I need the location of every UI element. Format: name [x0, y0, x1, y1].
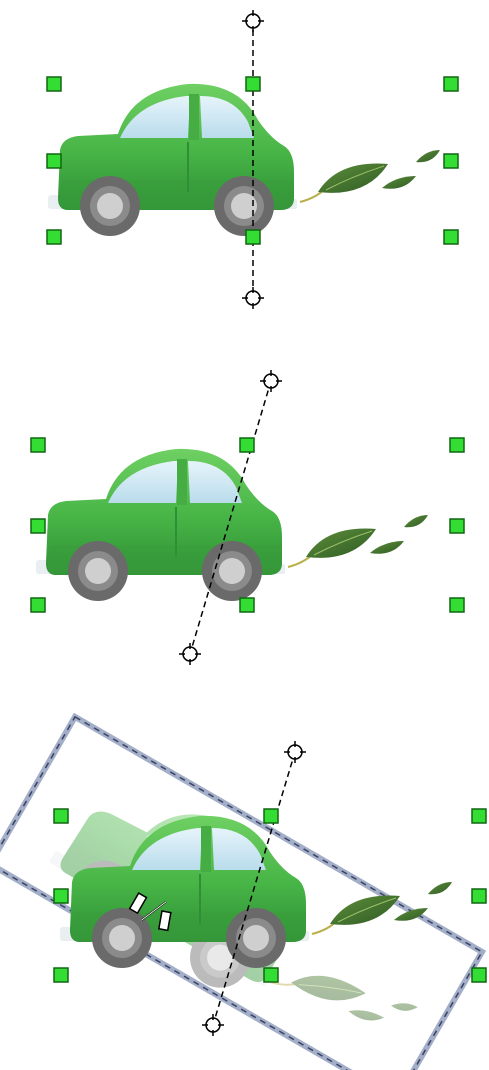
car-image[interactable]	[36, 449, 428, 601]
handle-middle-right-icon[interactable]	[472, 889, 486, 903]
axis-top-handle-icon[interactable]	[242, 10, 264, 32]
handle-top-right-icon[interactable]	[472, 809, 486, 823]
axis-bottom-handle-icon[interactable]	[202, 1014, 224, 1036]
axis-bottom-handle-icon[interactable]	[179, 643, 201, 665]
handle-top-center-icon[interactable]	[264, 809, 278, 823]
handle-middle-right-icon[interactable]	[450, 519, 464, 533]
handle-bottom-center-icon[interactable]	[246, 230, 260, 244]
handle-top-center-icon[interactable]	[240, 438, 254, 452]
car-image[interactable]	[48, 84, 440, 236]
handle-middle-left-icon[interactable]	[47, 154, 61, 168]
step-rotation-preview	[0, 700, 489, 1070]
handle-bottom-left-icon[interactable]	[54, 968, 68, 982]
handle-bottom-right-icon[interactable]	[472, 968, 486, 982]
handle-bottom-center-icon[interactable]	[240, 598, 254, 612]
handle-bottom-center-icon[interactable]	[264, 968, 278, 982]
handle-middle-left-icon[interactable]	[54, 889, 68, 903]
handle-middle-right-icon[interactable]	[444, 154, 458, 168]
handle-top-center-icon[interactable]	[246, 77, 260, 91]
handle-bottom-right-icon[interactable]	[444, 230, 458, 244]
handle-top-left-icon[interactable]	[47, 77, 61, 91]
handle-bottom-left-icon[interactable]	[47, 230, 61, 244]
handle-middle-left-icon[interactable]	[31, 519, 45, 533]
axis-top-handle-icon[interactable]	[284, 741, 306, 763]
axis-top-handle-icon[interactable]	[260, 370, 282, 392]
handle-bottom-left-icon[interactable]	[31, 598, 45, 612]
handle-top-right-icon[interactable]	[450, 438, 464, 452]
handle-top-left-icon[interactable]	[31, 438, 45, 452]
handle-top-right-icon[interactable]	[444, 77, 458, 91]
step-axis-tilted	[0, 360, 489, 700]
step-selected-vertical-axis	[0, 0, 489, 340]
handle-top-left-icon[interactable]	[54, 809, 68, 823]
handle-bottom-right-icon[interactable]	[450, 598, 464, 612]
axis-bottom-handle-icon[interactable]	[242, 287, 264, 309]
